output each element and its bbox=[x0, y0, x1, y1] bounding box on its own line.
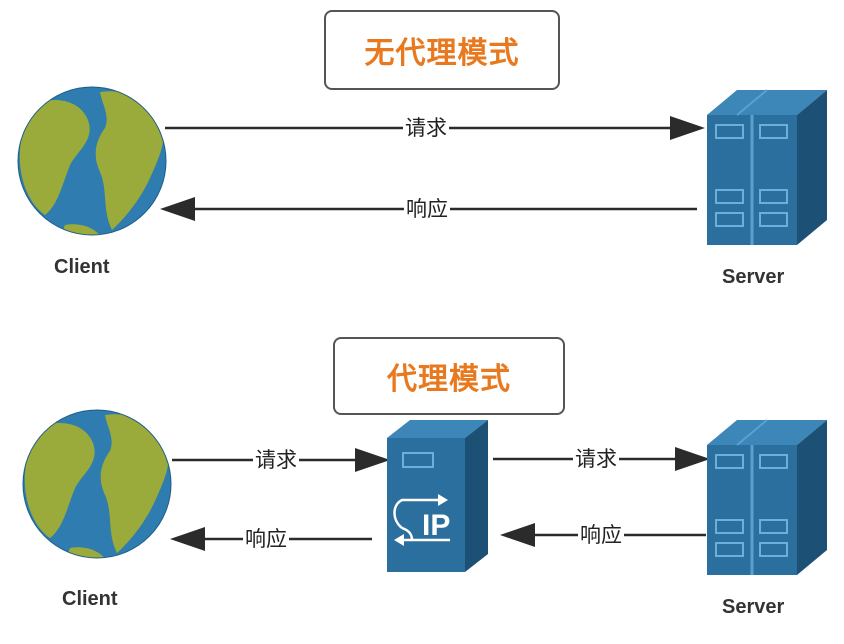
client-caption: Client bbox=[62, 588, 118, 610]
client-caption: Client bbox=[54, 256, 110, 278]
proxy-ip-text: IP bbox=[422, 509, 450, 542]
server-caption: Server bbox=[722, 266, 785, 288]
proxy-response-label: 响应 bbox=[578, 523, 624, 547]
client-response-label: 响应 bbox=[243, 527, 289, 551]
response-label: 响应 bbox=[404, 197, 450, 221]
request-label: 请求 bbox=[403, 116, 449, 140]
server-icon bbox=[707, 89, 827, 245]
proxy-request-label: 请求 bbox=[573, 447, 619, 471]
globe-icon bbox=[17, 86, 167, 236]
proxy-server-icon bbox=[387, 420, 488, 572]
server-icon bbox=[707, 419, 827, 575]
proxy-mode-title-text: 代理模式 bbox=[387, 362, 511, 397]
globe-icon bbox=[22, 409, 172, 559]
no-proxy-mode-title-text: 无代理模式 bbox=[364, 36, 520, 71]
client-request-label: 请求 bbox=[253, 448, 299, 472]
no-proxy-mode-title: 无代理模式 bbox=[324, 10, 560, 90]
proxy-mode-title: 代理模式 bbox=[333, 337, 565, 415]
server-caption: Server bbox=[722, 596, 785, 618]
